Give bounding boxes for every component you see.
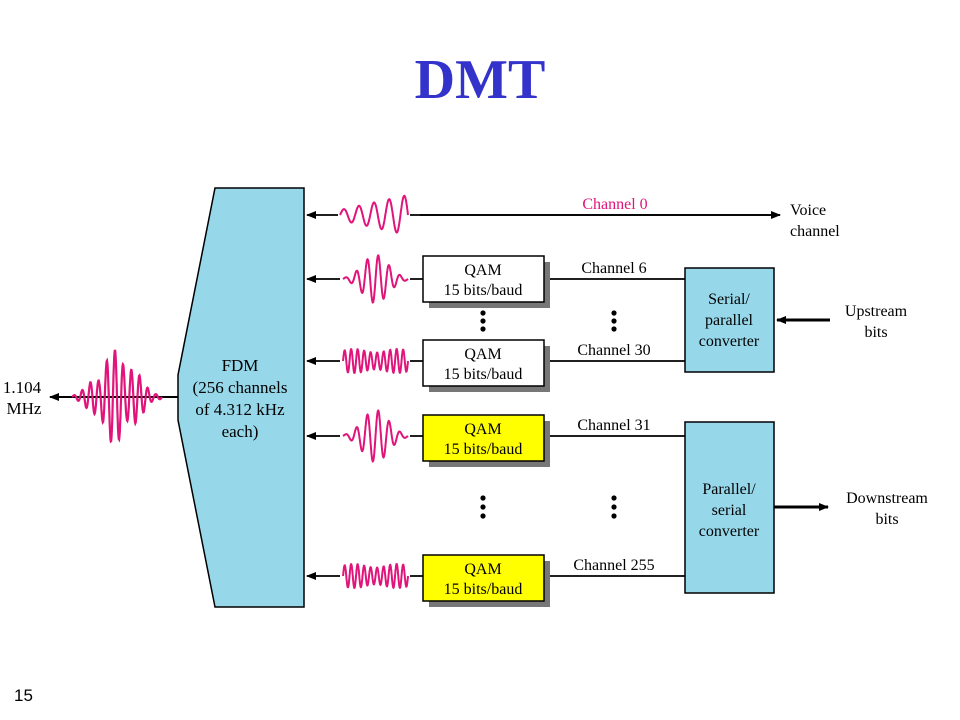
qam-box-channel-31-line-1: QAM bbox=[464, 421, 501, 438]
output-label-line-1: 1.104 bbox=[3, 378, 42, 397]
output-label-line-2: MHz bbox=[7, 399, 42, 418]
ellipsis-lower-channels bbox=[611, 495, 617, 519]
channel-30-waveform bbox=[342, 348, 409, 375]
qam-box-channel-6-line-2: 15 bits/baud bbox=[444, 282, 523, 299]
serial-parallel-converter-line-3: converter bbox=[699, 333, 760, 350]
qam-box-channel-255-line-2: 15 bits/baud bbox=[444, 581, 523, 598]
fdm-label-line-2: (256 channels bbox=[193, 378, 288, 397]
qam-box-channel-6-line-1: QAM bbox=[464, 262, 501, 279]
qam-box-channel-255 bbox=[422, 554, 545, 602]
downstream-bits-label-line-1: Downstream bbox=[846, 490, 928, 507]
channel-6-label: Channel 6 bbox=[581, 260, 646, 277]
channel-6-waveform bbox=[342, 254, 409, 304]
fdm-label-line-4: each) bbox=[222, 422, 259, 441]
qam-box-channel-31-line-2: 15 bits/baud bbox=[444, 441, 523, 458]
fdm-label-line-1: FDM bbox=[222, 356, 259, 375]
page-number: 15 bbox=[14, 686, 33, 705]
qam-box-channel-30-line-2: 15 bits/baud bbox=[444, 366, 523, 383]
combined-signal-waveform bbox=[71, 349, 163, 444]
channel-0-waveform bbox=[339, 194, 409, 234]
qam-box-channel-255-line-1: QAM bbox=[464, 561, 501, 578]
channel-255-waveform bbox=[342, 563, 409, 590]
parallel-serial-converter-line-1: Parallel/ bbox=[702, 481, 756, 498]
qam-box-channel-30-line-1: QAM bbox=[464, 346, 501, 363]
fdm-block bbox=[177, 187, 305, 608]
channel-30-label: Channel 30 bbox=[577, 342, 650, 359]
channel-31-label: Channel 31 bbox=[577, 417, 650, 434]
channel-255-label: Channel 255 bbox=[573, 557, 654, 574]
serial-parallel-converter bbox=[684, 267, 775, 373]
ellipsis-upper-channels bbox=[611, 310, 617, 332]
serial-parallel-converter-line-2: parallel bbox=[705, 312, 754, 329]
parallel-serial-converter-line-3: converter bbox=[699, 523, 760, 540]
downstream-bits-label-line-2: bits bbox=[875, 511, 898, 528]
voice-channel-label-line-2: channel bbox=[790, 223, 840, 240]
serial-parallel-converter-line-1: Serial/ bbox=[708, 291, 750, 308]
ellipsis-lower-qam bbox=[480, 495, 486, 519]
parallel-serial-converter-line-2: serial bbox=[712, 502, 747, 519]
channel-0-label: Channel 0 bbox=[582, 196, 647, 213]
fdm-label-line-3: of 4.312 kHz bbox=[195, 400, 285, 419]
upstream-bits-label-line-2: bits bbox=[864, 324, 887, 341]
slide-title: DMT bbox=[414, 49, 546, 111]
parallel-serial-converter bbox=[684, 421, 775, 594]
qam-box-channel-31 bbox=[422, 414, 545, 462]
qam-box-channel-6 bbox=[422, 255, 545, 303]
qam-box-channel-30 bbox=[422, 339, 545, 387]
channel-31-waveform bbox=[342, 409, 409, 463]
voice-channel-label-line-1: Voice bbox=[790, 202, 826, 219]
ellipsis-upper-qam bbox=[480, 310, 486, 332]
upstream-bits-label-line-1: Upstream bbox=[845, 303, 908, 320]
